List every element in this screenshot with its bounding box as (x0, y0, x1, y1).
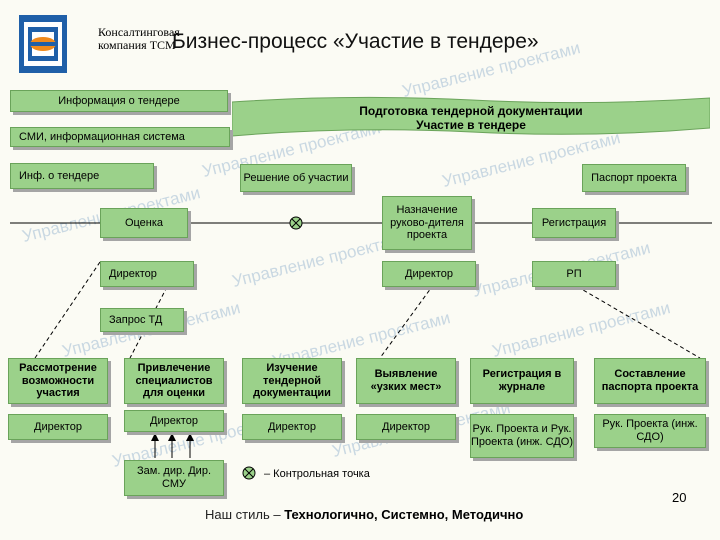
process-banner (232, 96, 710, 137)
step-box: Рассмотрение возможности участия (8, 358, 108, 404)
slogan-emphasis: Технологично, Системно, Методично (284, 507, 524, 522)
role-director-2: Директор (382, 261, 476, 287)
step-box: Составление паспорта проекта (594, 358, 706, 404)
control-point-icon (289, 216, 303, 230)
step-box: Изучение тендерной документации (242, 358, 342, 404)
process-registration: Регистрация (532, 208, 616, 238)
step-role: Директор (124, 410, 224, 432)
process-assessment: Оценка (100, 208, 188, 238)
input-tender-info: Информация о тендере (10, 90, 228, 112)
step-role: Директор (242, 414, 342, 440)
page-title: Бизнес-процесс «Участие в тендере» (172, 30, 539, 53)
step-box: Регистрация в журнале (470, 358, 574, 404)
output-passport: Паспорт проекта (582, 164, 686, 192)
step-role: Рук. Проекта и Рук. Проекта (инж. СДО) (470, 414, 574, 458)
control-point-legend-icon (242, 466, 256, 480)
slogan-prefix: Наш стиль – (205, 507, 285, 522)
role-rp: РП (532, 261, 616, 287)
step-box: Выявление «узких мест» (356, 358, 456, 404)
step-role: Директор (356, 414, 456, 440)
step-role: Директор (8, 414, 108, 440)
role-director-1: Директор (100, 261, 194, 287)
deputy-box: Зам. дир. Дир. СМУ (124, 460, 224, 496)
request-td: Запрос ТД (100, 308, 184, 332)
process-appoint: Назначение руково-дителя проекта (382, 196, 472, 250)
company-logo (19, 15, 67, 73)
legend-label: – Контрольная точка (264, 468, 370, 480)
banner-title: Подготовка тендерной документации (359, 104, 583, 118)
banner-subtitle: Участие в тендере (416, 118, 526, 133)
output-decision: Решение об участии (240, 164, 352, 192)
step-box: Привлечение специалистов для оценки (124, 358, 224, 404)
page-number: 20 (672, 490, 687, 505)
company-name: Консалтинговая компания ТСМ (98, 25, 180, 53)
input-inf-tender: Инф. о тендере (10, 163, 154, 189)
step-role: Рук. Проекта (инж. СДО) (594, 414, 706, 448)
input-media: СМИ, информационная система (10, 127, 230, 147)
slogan: Наш стиль – Технологично, Системно, Мето… (205, 507, 523, 522)
